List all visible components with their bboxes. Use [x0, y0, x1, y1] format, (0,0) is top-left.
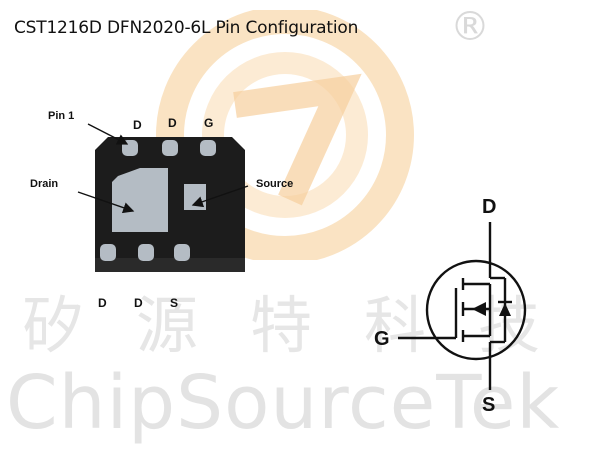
source-pad: [184, 184, 206, 210]
top-pin-2-label: D: [168, 116, 177, 130]
symbol-drain-label: D: [482, 196, 497, 218]
bottom-pin-3-label: S: [170, 296, 179, 310]
pad-top-2: [162, 140, 178, 156]
bottom-pin-1-label: D: [98, 296, 107, 310]
drain-arrow: [77, 191, 135, 214]
symbol-source-label: S: [482, 394, 496, 416]
registered-mark: ®: [450, 4, 490, 50]
top-pin-1-label: D: [133, 118, 142, 132]
pin1-arrow: [87, 123, 129, 145]
pad-top-3: [200, 140, 216, 156]
watermark-english: ChipSourceTek: [6, 360, 561, 446]
diode-triangle: [499, 303, 511, 316]
bottom-pin-2-label: D: [134, 296, 143, 310]
watermark-chinese: 矽源特科技: [22, 289, 593, 362]
source-label: Source: [256, 178, 294, 190]
drain-label: Drain: [30, 178, 59, 190]
symbol-gate-label: G: [374, 328, 390, 350]
body-diode-arrow: [472, 302, 486, 316]
pad-bottom-3: [174, 244, 190, 261]
page-title: CST1216D DFN2020-6L Pin Configuration: [14, 18, 359, 38]
source-arrow: [191, 185, 249, 208]
pin1-label: Pin 1: [48, 110, 75, 122]
pad-bottom-1: [100, 244, 116, 261]
pad-bottom-2: [138, 244, 154, 261]
top-pin-3-label: G: [204, 116, 214, 130]
drain-paddle: [112, 168, 168, 232]
watermark-logo: [140, 6, 430, 265]
